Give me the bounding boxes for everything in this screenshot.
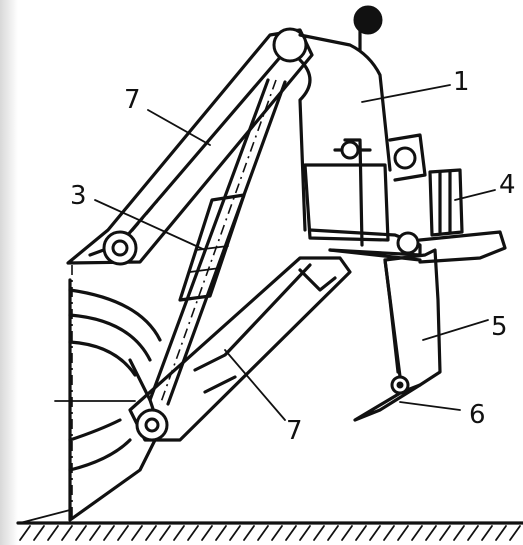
ground-hatch-line (285, 525, 297, 541)
ground-hatch-line (425, 525, 437, 541)
ground-hatch-line (509, 525, 521, 541)
ground-hatch-line (229, 525, 241, 541)
ground-hatch-line (103, 525, 115, 541)
top-handle (298, 5, 392, 232)
ground-hatch-line (61, 525, 73, 541)
ground-hatch-line (467, 525, 479, 541)
ground-hatch-line (75, 525, 87, 541)
callout-label-1: 1 (453, 67, 470, 97)
ground-hatch-line (369, 525, 381, 541)
callout-label-5: 5 (491, 312, 508, 342)
ground-hatch-line (243, 525, 255, 541)
ground-hatch-line (481, 525, 493, 541)
ground-hatch-line (341, 525, 353, 541)
ground-hatch-line (131, 525, 143, 541)
ground-hatch-line (257, 525, 269, 541)
ground-hatch-line (215, 525, 227, 541)
track-wheel (19, 265, 162, 525)
callout-label-7-lower: 7 (286, 416, 303, 446)
ground-hatch-line (327, 525, 339, 541)
ground-hatch-line (33, 525, 45, 541)
ground-hatch-line (173, 525, 185, 541)
callout-label-7-upper: 7 (124, 85, 141, 115)
ground-hatch-line (439, 525, 451, 541)
lower-link (128, 256, 352, 442)
housing (303, 133, 427, 262)
ground-hatch-line (355, 525, 367, 541)
ground-hatch-line (299, 525, 311, 541)
ground-hatch-line (495, 525, 507, 541)
ground-hatch-line (187, 525, 199, 541)
ground-hatch-line (201, 525, 213, 541)
ground-hatch-line (47, 525, 59, 541)
ground-hatch-line (145, 525, 157, 541)
ground-hatch-line (117, 525, 129, 541)
ground-hatch-line (383, 525, 395, 541)
ground-hatch-line (19, 525, 31, 541)
ripper-shank (353, 248, 442, 422)
leader-lines (94, 84, 496, 421)
upper-link (66, 27, 314, 266)
ground-hatch-line (453, 525, 465, 541)
ground-hatch-line (397, 525, 409, 541)
ground-hatch-line (89, 525, 101, 541)
ground-hatch-line (313, 525, 325, 541)
callout-label-4: 4 (499, 170, 516, 200)
ground-hatch-line (159, 525, 171, 541)
mount-bracket (418, 168, 507, 264)
callout-label-3: 3 (70, 181, 87, 211)
ground-hatch-line (271, 525, 283, 541)
callout-label-6: 6 (469, 400, 486, 430)
ground (16, 521, 523, 541)
hydraulic-cylinder (148, 78, 287, 406)
ground-hatch-line (411, 525, 423, 541)
page-shadow (0, 0, 18, 545)
